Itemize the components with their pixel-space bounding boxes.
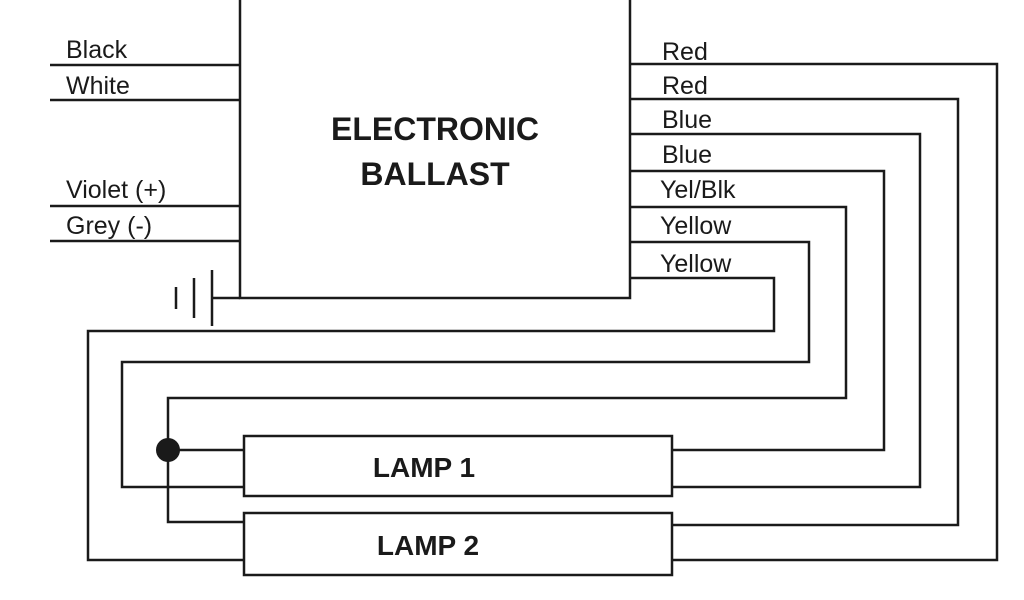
ballast-title-line2: BALLAST (360, 156, 510, 192)
yellow-wire-1-label: Yellow (660, 212, 732, 240)
violet-wire-label: Violet (+) (66, 176, 166, 204)
junction-dot (156, 438, 180, 462)
white-wire-label: White (66, 72, 130, 100)
blue-wire-1 (630, 132, 922, 489)
lamp-1 (242, 434, 674, 498)
yellow-wire-2-label: Yellow (660, 250, 732, 278)
blue-wire-2 (630, 169, 886, 452)
ballast-title-line1: ELECTRONIC (331, 111, 539, 147)
electronic-ballast-box (238, 0, 632, 300)
yel-blk-wire (166, 205, 848, 524)
ground-symbol (174, 270, 240, 326)
red-wire-2-label: Red (662, 72, 708, 100)
black-wire-label: Black (66, 36, 128, 64)
red-wire-2 (630, 97, 960, 527)
yellow-wire-1 (120, 240, 811, 489)
yel-blk-wire-label: Yel/Blk (660, 176, 736, 204)
red-wire-1 (630, 62, 999, 562)
lamp-2 (242, 511, 674, 577)
lamp-2-label: LAMP 2 (377, 530, 479, 561)
lamp-1-label: LAMP 1 (373, 452, 475, 483)
blue-wire-2-label: Blue (662, 141, 712, 169)
blue-wire-1-label: Blue (662, 106, 712, 134)
red-wire-1-label: Red (662, 38, 708, 66)
grey-wire-label: Grey (-) (66, 212, 152, 240)
yellow-wire-2 (86, 276, 776, 562)
